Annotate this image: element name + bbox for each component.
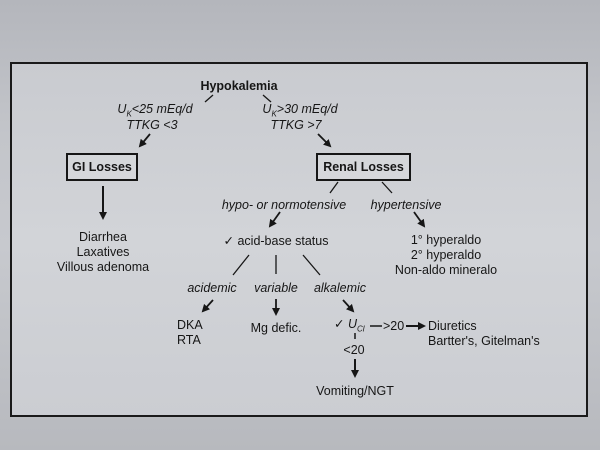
arrow-to-gi — [138, 133, 151, 148]
ucl-check: ✓ — [334, 317, 345, 331]
condition-uk-high: UK>30 mEq/d — [262, 102, 337, 122]
gi-cause: Villous adenoma — [56, 260, 150, 274]
htn-cause: Non-aldo mineralo — [394, 263, 498, 277]
node-hypokalemia: Hypokalemia — [200, 79, 278, 93]
node-vomiting-ngt: Vomiting/NGT — [316, 384, 394, 398]
ucl-gt20: >20 — [383, 319, 405, 333]
edge-root-left — [204, 94, 214, 103]
htn-causes-list: 1° hyperaldo 2° hyperaldo Non-aldo miner… — [395, 233, 497, 278]
ucl-var: U — [347, 317, 357, 331]
box-renal-losses-label: Renal Losses — [323, 160, 404, 174]
gi-cause: Laxatives — [76, 245, 130, 259]
htn-cause: 2° hyperaldo — [410, 248, 482, 262]
branch-hypertensive: hypertensive — [370, 198, 442, 212]
diuretic-cause: Diuretics — [428, 319, 477, 333]
arrow-to-renal — [317, 133, 332, 148]
arrow-to-htn-causes — [413, 211, 426, 228]
edge-renal-htn — [381, 181, 393, 194]
acidemic-cause: DKA — [177, 318, 203, 332]
box-gi-losses-label: GI Losses — [72, 160, 132, 174]
arrow-to-ucl — [342, 299, 355, 313]
uk-low-sub: K — [126, 109, 132, 119]
arrow-to-acid-base — [268, 211, 281, 228]
box-gi-losses: GI Losses — [66, 153, 138, 181]
acidemic-cause: RTA — [177, 333, 201, 347]
uk-high-rest: >30 mEq/d — [276, 102, 338, 116]
edge-renal-normo — [329, 181, 339, 194]
ucl-sub: Cl — [357, 324, 365, 334]
condition-uk-low: UK<25 mEq/d — [117, 102, 192, 122]
htn-cause: 1° hyperaldo — [410, 233, 482, 247]
branch-acidemic: acidemic — [187, 281, 237, 295]
node-ucl: ✓ UCl — [334, 317, 365, 337]
acidemic-causes-list: DKA RTA — [177, 318, 203, 348]
branch-variable: variable — [254, 281, 298, 295]
condition-ttkg-high: TTKG >7 — [270, 118, 322, 132]
branch-alkalemic: alkalemic — [313, 281, 367, 295]
diuretic-causes-list: Diuretics Bartter's, Gitelman's — [428, 319, 540, 349]
diagram-slide — [10, 62, 588, 417]
uk-low-rest: <25 mEq/d — [131, 102, 193, 116]
node-acid-base-status: ✓ acid-base status — [223, 234, 329, 248]
edge-to-alkalemic — [302, 254, 321, 276]
uk-high-var: U — [262, 102, 272, 116]
branch-normotensive: hypo- or normotensive — [221, 198, 347, 212]
edge-to-acidemic — [232, 254, 250, 276]
box-renal-losses: Renal Losses — [316, 153, 411, 181]
uk-high-sub: K — [271, 109, 277, 119]
edge-root-right — [262, 94, 272, 103]
diuretic-cause: Bartter's, Gitelman's — [428, 334, 540, 348]
uk-low-var: U — [117, 102, 127, 116]
gi-cause: Diarrhea — [79, 230, 127, 244]
node-mg-deficiency: Mg defic. — [250, 321, 302, 335]
condition-ttkg-low: TTKG <3 — [126, 118, 178, 132]
ucl-lt20: <20 — [343, 343, 365, 357]
arrow-to-dka-rta — [201, 299, 214, 313]
gi-causes-list: Diarrhea Laxatives Villous adenoma — [57, 230, 149, 275]
